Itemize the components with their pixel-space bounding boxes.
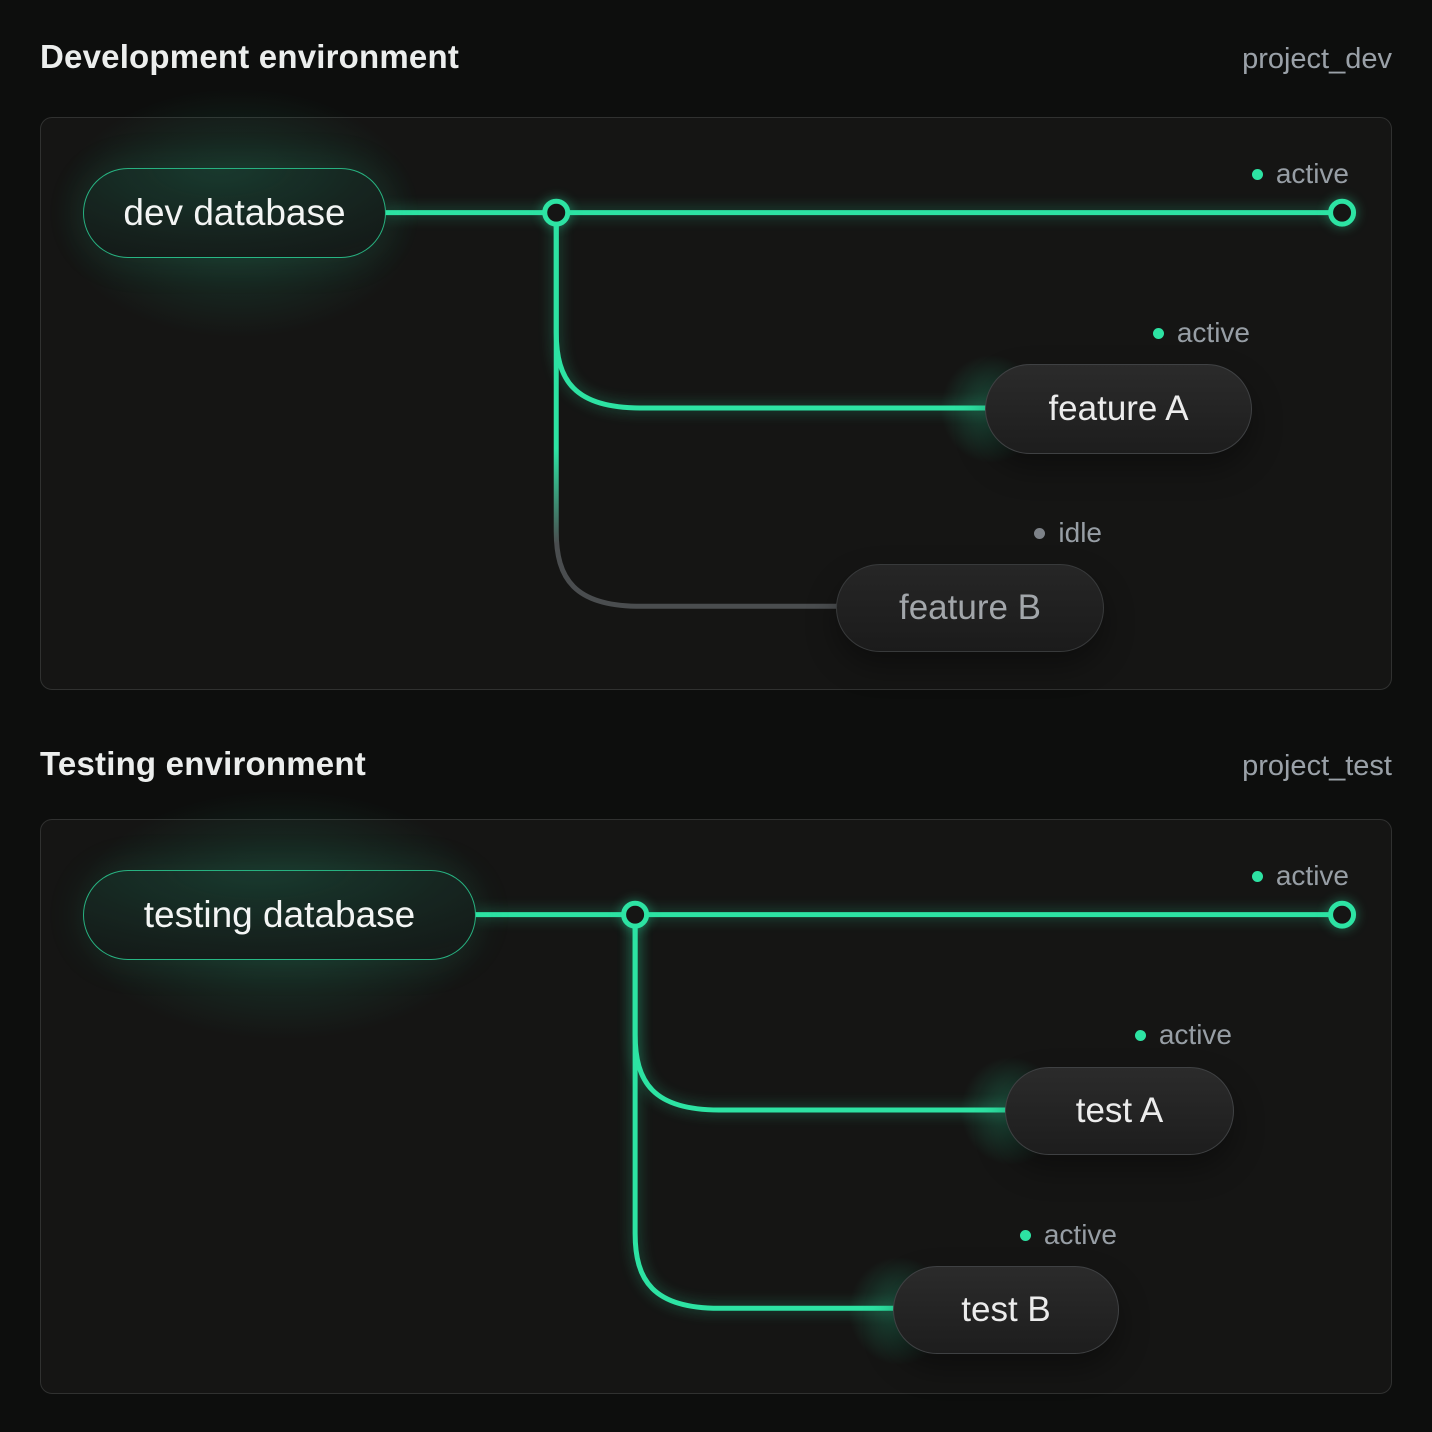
branch-wires — [382, 198, 1357, 609]
test-a-label: test A — [1075, 1091, 1164, 1130]
dev-database-node[interactable]: dev database — [83, 168, 386, 258]
status-dot-icon — [1134, 1029, 1146, 1041]
feature-a-branch-node[interactable]: feature A — [985, 364, 1252, 454]
test-a-branch-node[interactable]: test A — [1005, 1067, 1234, 1155]
trunk-endpoint-ring — [1328, 900, 1357, 929]
test-b-label: test B — [961, 1290, 1051, 1329]
status-dot-icon — [1152, 327, 1164, 339]
branch-wires — [472, 900, 1357, 1311]
page-title: Testing environment — [40, 745, 366, 782]
status-label: active — [1275, 860, 1349, 891]
status-label: active — [1158, 1019, 1232, 1050]
branch-junction-ring — [621, 900, 650, 929]
trunk-endpoint-ring — [1328, 198, 1357, 227]
test-a-status-badge: active — [1134, 1017, 1232, 1053]
trunk-status-badge: active — [1251, 858, 1349, 894]
status-label: active — [1176, 317, 1250, 348]
test-b-status-badge: active — [1019, 1217, 1117, 1253]
status-label: active — [1275, 158, 1349, 189]
status-dot-icon — [1019, 1229, 1031, 1241]
branch-junction-ring — [542, 198, 571, 227]
active-branch-wire — [553, 210, 991, 411]
active-branch-wire — [632, 912, 899, 1311]
status-dot-icon — [1251, 870, 1263, 882]
feature-a-label: feature A — [1048, 389, 1189, 428]
project-name-label: project_test — [1242, 750, 1392, 782]
test-b-branch-node[interactable]: test B — [893, 1266, 1119, 1354]
project-name-label: project_dev — [1242, 43, 1392, 75]
testing-database-node[interactable]: testing database — [83, 870, 476, 960]
status-label: active — [1043, 1219, 1117, 1250]
feature-b-label: feature B — [898, 588, 1042, 627]
status-dot-icon — [1034, 527, 1046, 539]
dev-database-label: dev database — [123, 192, 346, 233]
testing-database-label: testing database — [143, 894, 416, 935]
page-title: Development environment — [40, 38, 460, 75]
trunk-status-badge: active — [1251, 156, 1349, 192]
feature-b-status-badge: idle — [1034, 515, 1102, 551]
active-branch-wire — [632, 912, 1011, 1113]
feature-a-status-badge: active — [1152, 315, 1250, 351]
feature-b-branch-node[interactable]: feature B — [836, 564, 1104, 652]
testing-environment-panel: testing database active active test A ac… — [13, 755, 1392, 1394]
status-label: idle — [1058, 517, 1102, 548]
idle-branch-wire — [553, 210, 842, 609]
dev-environment-panel: dev database active active feature A idl… — [3, 53, 1392, 690]
status-dot-icon — [1251, 168, 1263, 180]
test-section-header: Testing environment project_test — [40, 741, 1392, 789]
dev-section-header: Development environment project_dev — [40, 0, 1392, 82]
